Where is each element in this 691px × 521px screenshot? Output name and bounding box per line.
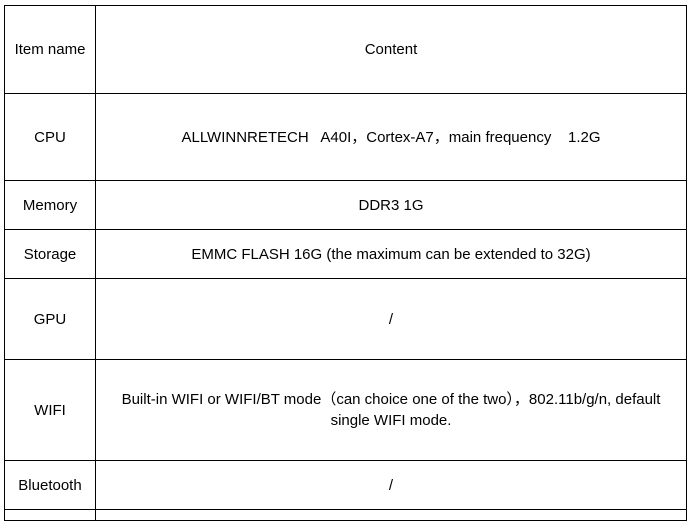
row-value-wifi: Built-in WIFI or WIFI/BT mode（can choice… (121, 391, 661, 429)
row-label-memory: Memory (4, 180, 96, 230)
row-value-bluetooth: / (95, 460, 687, 510)
row-value-gpu: / (95, 278, 687, 360)
row-label-wifi: WIFI (4, 359, 96, 461)
row-value-storage: EMMC FLASH 16G (the maximum can be exten… (95, 229, 687, 279)
table-row-cpu: CPU ALLWINNRETECH A40I，Cortex-A7，main fr… (4, 93, 687, 181)
table-row-gpu: GPU / (4, 278, 687, 360)
row-value-cpu: ALLWINNRETECH A40I，Cortex-A7，main freque… (95, 93, 687, 181)
table-row-bluetooth: Bluetooth / (4, 460, 687, 510)
row-label-bluetooth: Bluetooth (4, 460, 96, 510)
header-content: Content (95, 5, 687, 94)
row-label-storage: Storage (4, 229, 96, 279)
table-row-storage: Storage EMMC FLASH 16G (the maximum can … (4, 229, 687, 279)
specification-table: Item name Content CPU ALLWINNRETECH A40I… (4, 5, 687, 521)
row-value-wifi-cell: Built-in WIFI or WIFI/BT mode（can choice… (95, 359, 687, 461)
table-row-memory: Memory DDR3 1G (4, 180, 687, 230)
row-label-cpu: CPU (4, 93, 96, 181)
row-value-memory: DDR3 1G (95, 180, 687, 230)
table-header-row: Item name Content (4, 5, 687, 94)
header-item-name: Item name (4, 5, 96, 94)
row-label-gpu: GPU (4, 278, 96, 360)
table-row-wifi: WIFI Built-in WIFI or WIFI/BT mode（can c… (4, 359, 687, 461)
